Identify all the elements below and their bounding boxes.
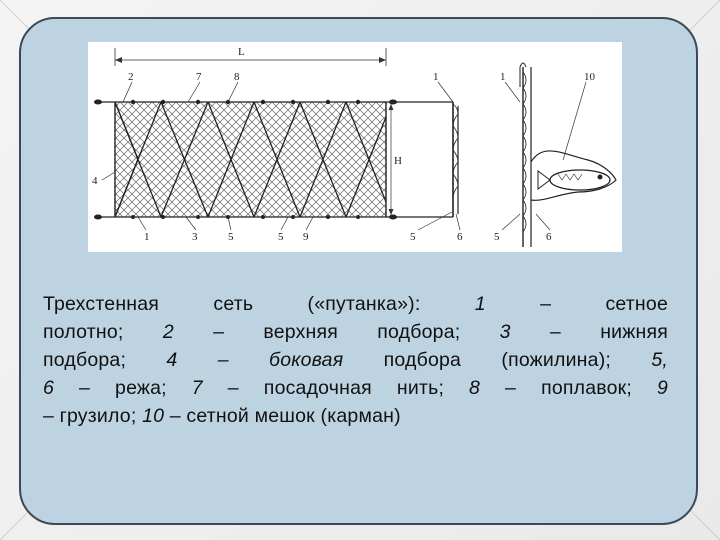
caption-line-4: 6 – режа; 7 – посадочная нить; 8 – попла… [43,377,669,399]
trammel-net-drawing: L [92,46,617,247]
label-6-pocket: 6 [546,231,552,243]
label-3: 3 [192,231,198,243]
label-8: 8 [234,71,240,83]
net-pocket-with-fish [519,62,617,247]
label-5-a: 5 [228,231,234,243]
label-4: 4 [92,175,98,187]
label-10: 10 [584,71,596,83]
label-5-b: 5 [278,231,284,243]
label-6-side: 6 [457,231,463,243]
dimension-height: H [386,101,402,215]
dimension-length: L [114,46,387,66]
net-diagram: L [88,42,622,252]
label-7: 7 [196,71,202,83]
net-side-section [452,102,459,217]
net-panel [94,99,453,220]
label-1-side: 1 [433,71,439,83]
caption-line-2: полотно; 2 – верхняя подбора; 3 – нижняя [43,321,669,343]
caption-line-3: подбора; 4 – боковая подбора (пожилина);… [43,349,668,371]
caption-line-5: – грузило; 10 – сетной мешок (карман) [43,405,401,427]
figure-caption: Трехстенная сеть («путанка»): 1 – сетное… [43,290,668,430]
label-5-pocket: 5 [494,231,500,243]
label-1-bottom: 1 [144,231,150,243]
label-1-pocket: 1 [500,71,506,83]
label-5-side: 5 [410,231,416,243]
label-L: L [238,46,245,58]
label-9: 9 [303,231,309,243]
label-H: H [394,155,402,167]
caption-line-1: Трехстенная сеть («путанка»): 1 – сетное [43,293,668,315]
label-2: 2 [128,71,134,83]
